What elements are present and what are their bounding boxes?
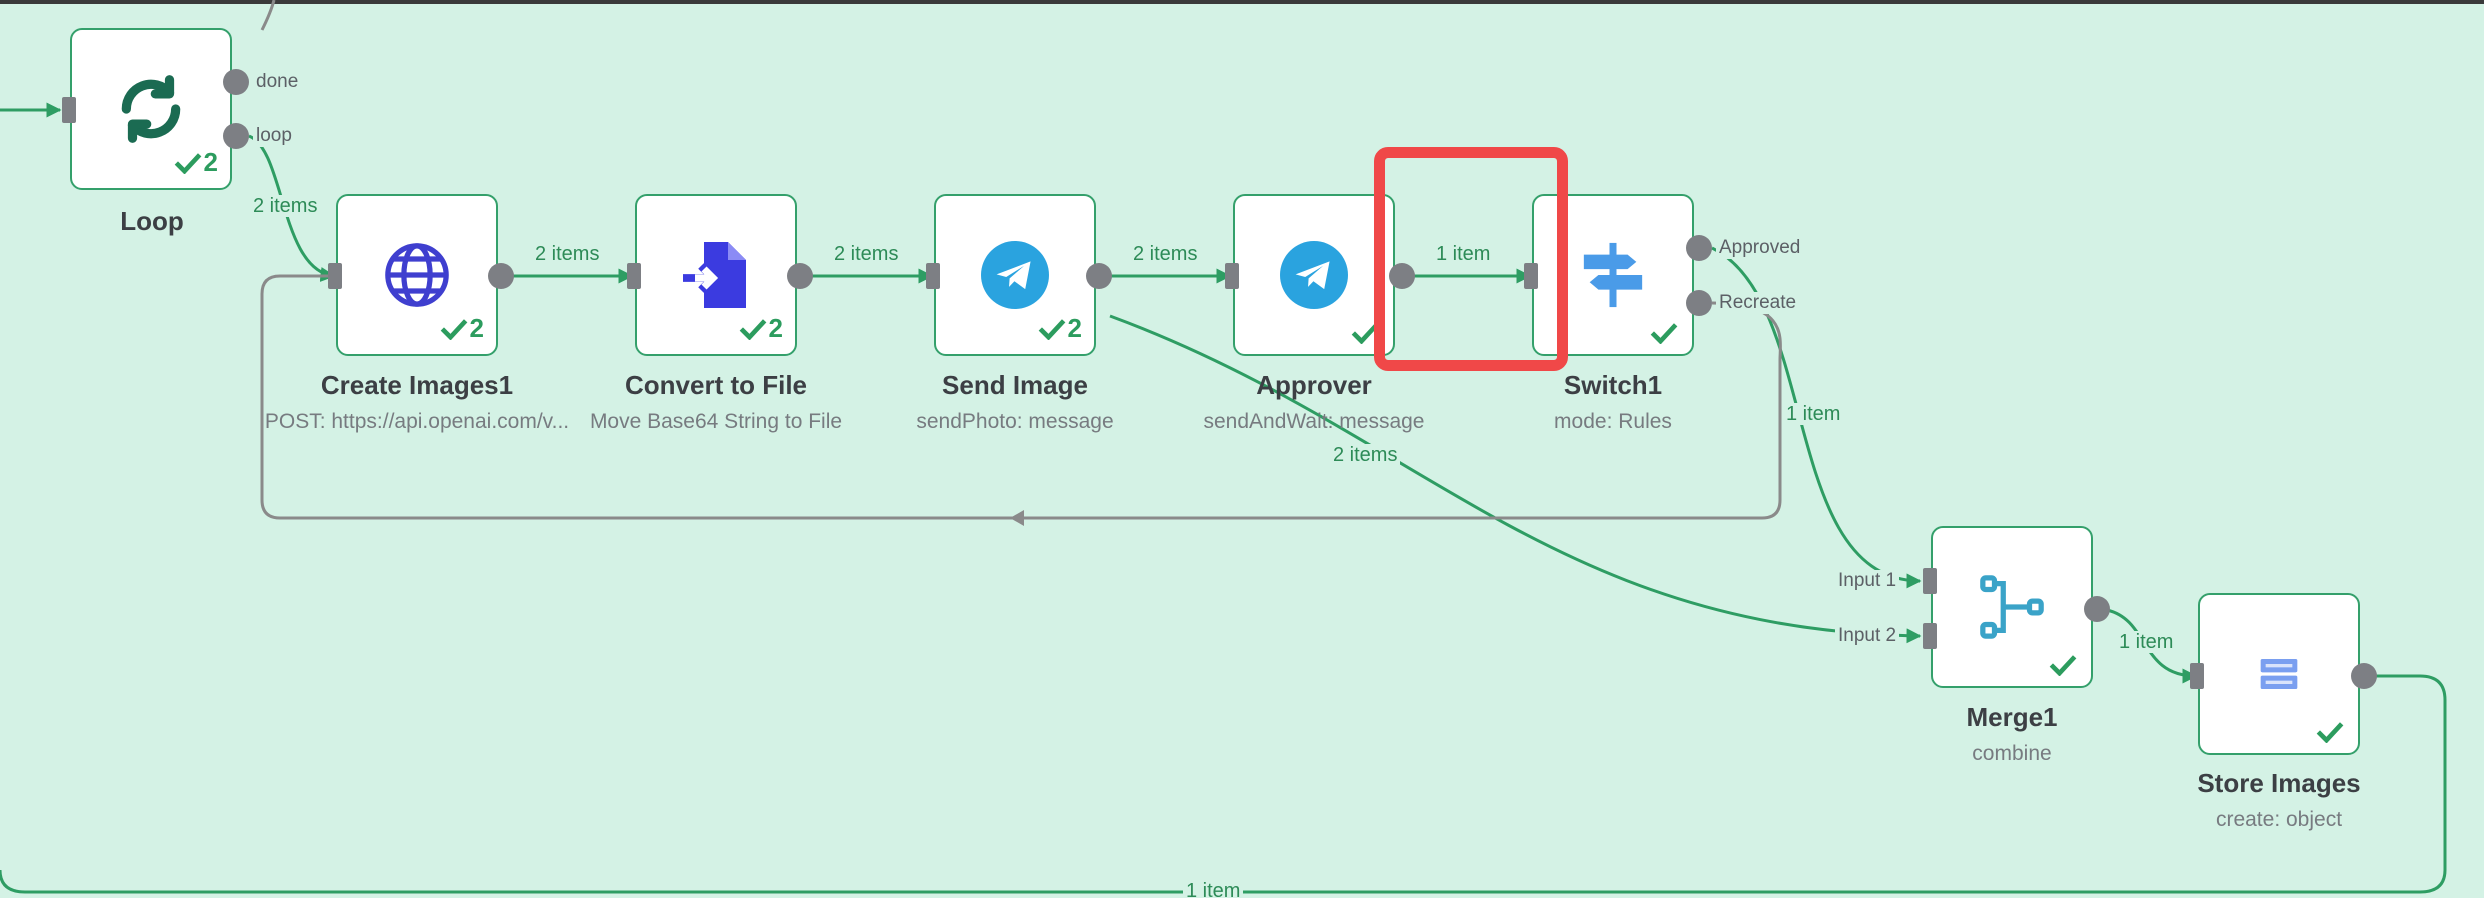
highlight-box [1374,147,1568,371]
refresh-icon [114,72,188,146]
node-create-images-subtitle: POST: https://api.openai.com/v... [264,410,570,433]
node-create-images[interactable]: 2 [336,194,498,356]
edge-label-send-approver: 2 items [1130,243,1201,265]
canvas-top-edge [0,0,2484,4]
merge-input1-label: Input 1 [1835,570,1900,592]
store-input-port[interactable] [2190,663,2204,689]
node-convert-title: Convert to File [624,370,807,400]
loop-input-port[interactable] [62,97,76,123]
check-icon [739,318,766,340]
node-store-title: Store Images [2197,768,2361,798]
node-approver-title: Approver [1256,370,1372,400]
switch-approved-label: Approved [1716,237,1804,259]
edge-label-convert-send: 2 items [831,243,902,265]
telegram-icon [981,241,1049,309]
create-images-input-port[interactable] [328,263,342,289]
node-merge-title: Merge1 [1966,702,2058,732]
switch-recreate-port[interactable] [1686,290,1712,316]
edge-recreate-loop-back [260,274,1782,520]
loop-done-port[interactable] [223,69,249,95]
node-switch-subtitle: mode: Rules [1554,410,1672,433]
convert-input-port[interactable] [627,263,641,289]
run-count-badge: 2 [174,147,218,178]
check-icon [1038,318,1065,340]
node-approver[interactable] [1233,194,1395,356]
edge-label-store-loop: 1 item [1183,880,1244,898]
edge-approved-to-merge [1711,246,1922,589]
loop-back-arrow [1010,510,1024,526]
edge-label-recreate-merge: 1 item [1783,403,1844,425]
edge-label-loop-create: 2 items [250,195,321,217]
loop-loop-label: loop [253,125,295,147]
check-icon [174,152,201,174]
loop-loop-port[interactable] [223,123,249,149]
node-convert-subtitle: Move Base64 String to File [589,410,843,433]
check-icon [1650,323,1678,344]
merge-output-port[interactable] [2084,596,2110,622]
success-check [2049,654,2079,676]
send-image-input-port[interactable] [926,263,940,289]
convert-output-port[interactable] [787,263,813,289]
node-convert-to-file[interactable]: 2 [635,194,797,356]
node-switch-title: Switch1 [1563,370,1663,400]
check-icon [440,318,467,340]
edge-done-out [260,0,276,31]
node-store-images[interactable] [2198,593,2360,755]
merge-icon [1977,572,2047,642]
run-count-badge: 2 [440,313,484,344]
edge-label-send-merge: 2 items [1330,444,1401,466]
success-check [2316,721,2346,743]
storage-icon [2259,657,2299,691]
signpost-icon [1578,240,1648,310]
merge-input2-label: Input 2 [1835,625,1900,647]
run-count-badge: 2 [739,313,783,344]
switch-approved-port[interactable] [1686,235,1712,261]
edge-store-loopback [0,674,2447,894]
node-store-subtitle: create: object [2215,808,2343,831]
node-send-image-title: Send Image [942,370,1088,400]
node-approver-subtitle: sendAndWait: message [1203,410,1425,433]
send-image-output-port[interactable] [1086,263,1112,289]
switch-input-port[interactable] [1524,263,1538,289]
approver-output-port[interactable] [1389,263,1415,289]
edge-label-approver-switch: 1 item [1433,243,1494,265]
node-loop[interactable]: 2 [70,28,232,190]
convert-file-icon [680,239,752,311]
create-images-output-port[interactable] [488,263,514,289]
node-send-image-subtitle: sendPhoto: message [916,410,1114,433]
telegram-icon [1280,241,1348,309]
node-loop-title: Loop [120,206,184,236]
edge-label-merge-store: 1 item [2116,631,2177,653]
store-output-port[interactable] [2351,663,2377,689]
edge-send-to-merge [1109,314,1922,644]
loop-done-label: done [253,71,302,93]
check-icon [2049,655,2077,676]
node-merge-subtitle: combine [1972,742,2052,765]
check-icon [1351,323,1379,344]
merge-input2-port[interactable] [1923,623,1937,649]
globe-icon [382,240,452,310]
node-create-images-title: Create Images1 [320,370,514,400]
switch-recreate-label: Recreate [1716,292,1800,314]
check-icon [2316,722,2344,743]
success-check [1351,322,1381,344]
merge-input1-port[interactable] [1923,568,1937,594]
node-merge[interactable] [1931,526,2093,688]
edge-label-create-convert: 2 items [532,243,603,265]
success-check [1650,322,1680,344]
node-send-image[interactable]: 2 [934,194,1096,356]
approver-input-port[interactable] [1225,263,1239,289]
run-count-badge: 2 [1038,313,1082,344]
